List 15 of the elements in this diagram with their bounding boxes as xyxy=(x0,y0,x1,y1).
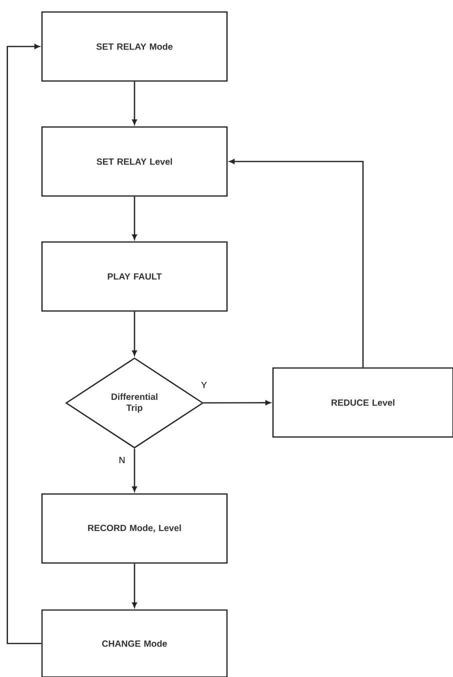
arrow xyxy=(132,312,137,356)
process-box: REDUCE Level xyxy=(272,367,453,438)
arrow xyxy=(203,400,271,406)
process-box: SET RELAY Level xyxy=(41,126,228,197)
arrow xyxy=(132,448,137,492)
arrow xyxy=(6,44,42,644)
process-box: CHANGE Mode xyxy=(41,609,228,677)
arrow xyxy=(229,159,364,368)
arrow xyxy=(132,564,137,608)
arrow xyxy=(132,196,137,240)
process-box: SET RELAY Mode xyxy=(41,11,228,82)
arrow xyxy=(132,82,137,125)
process-box: PLAY FAULT xyxy=(41,241,228,312)
process-box: RECORD Mode, Level xyxy=(41,493,228,564)
edge-label: N xyxy=(118,456,126,464)
